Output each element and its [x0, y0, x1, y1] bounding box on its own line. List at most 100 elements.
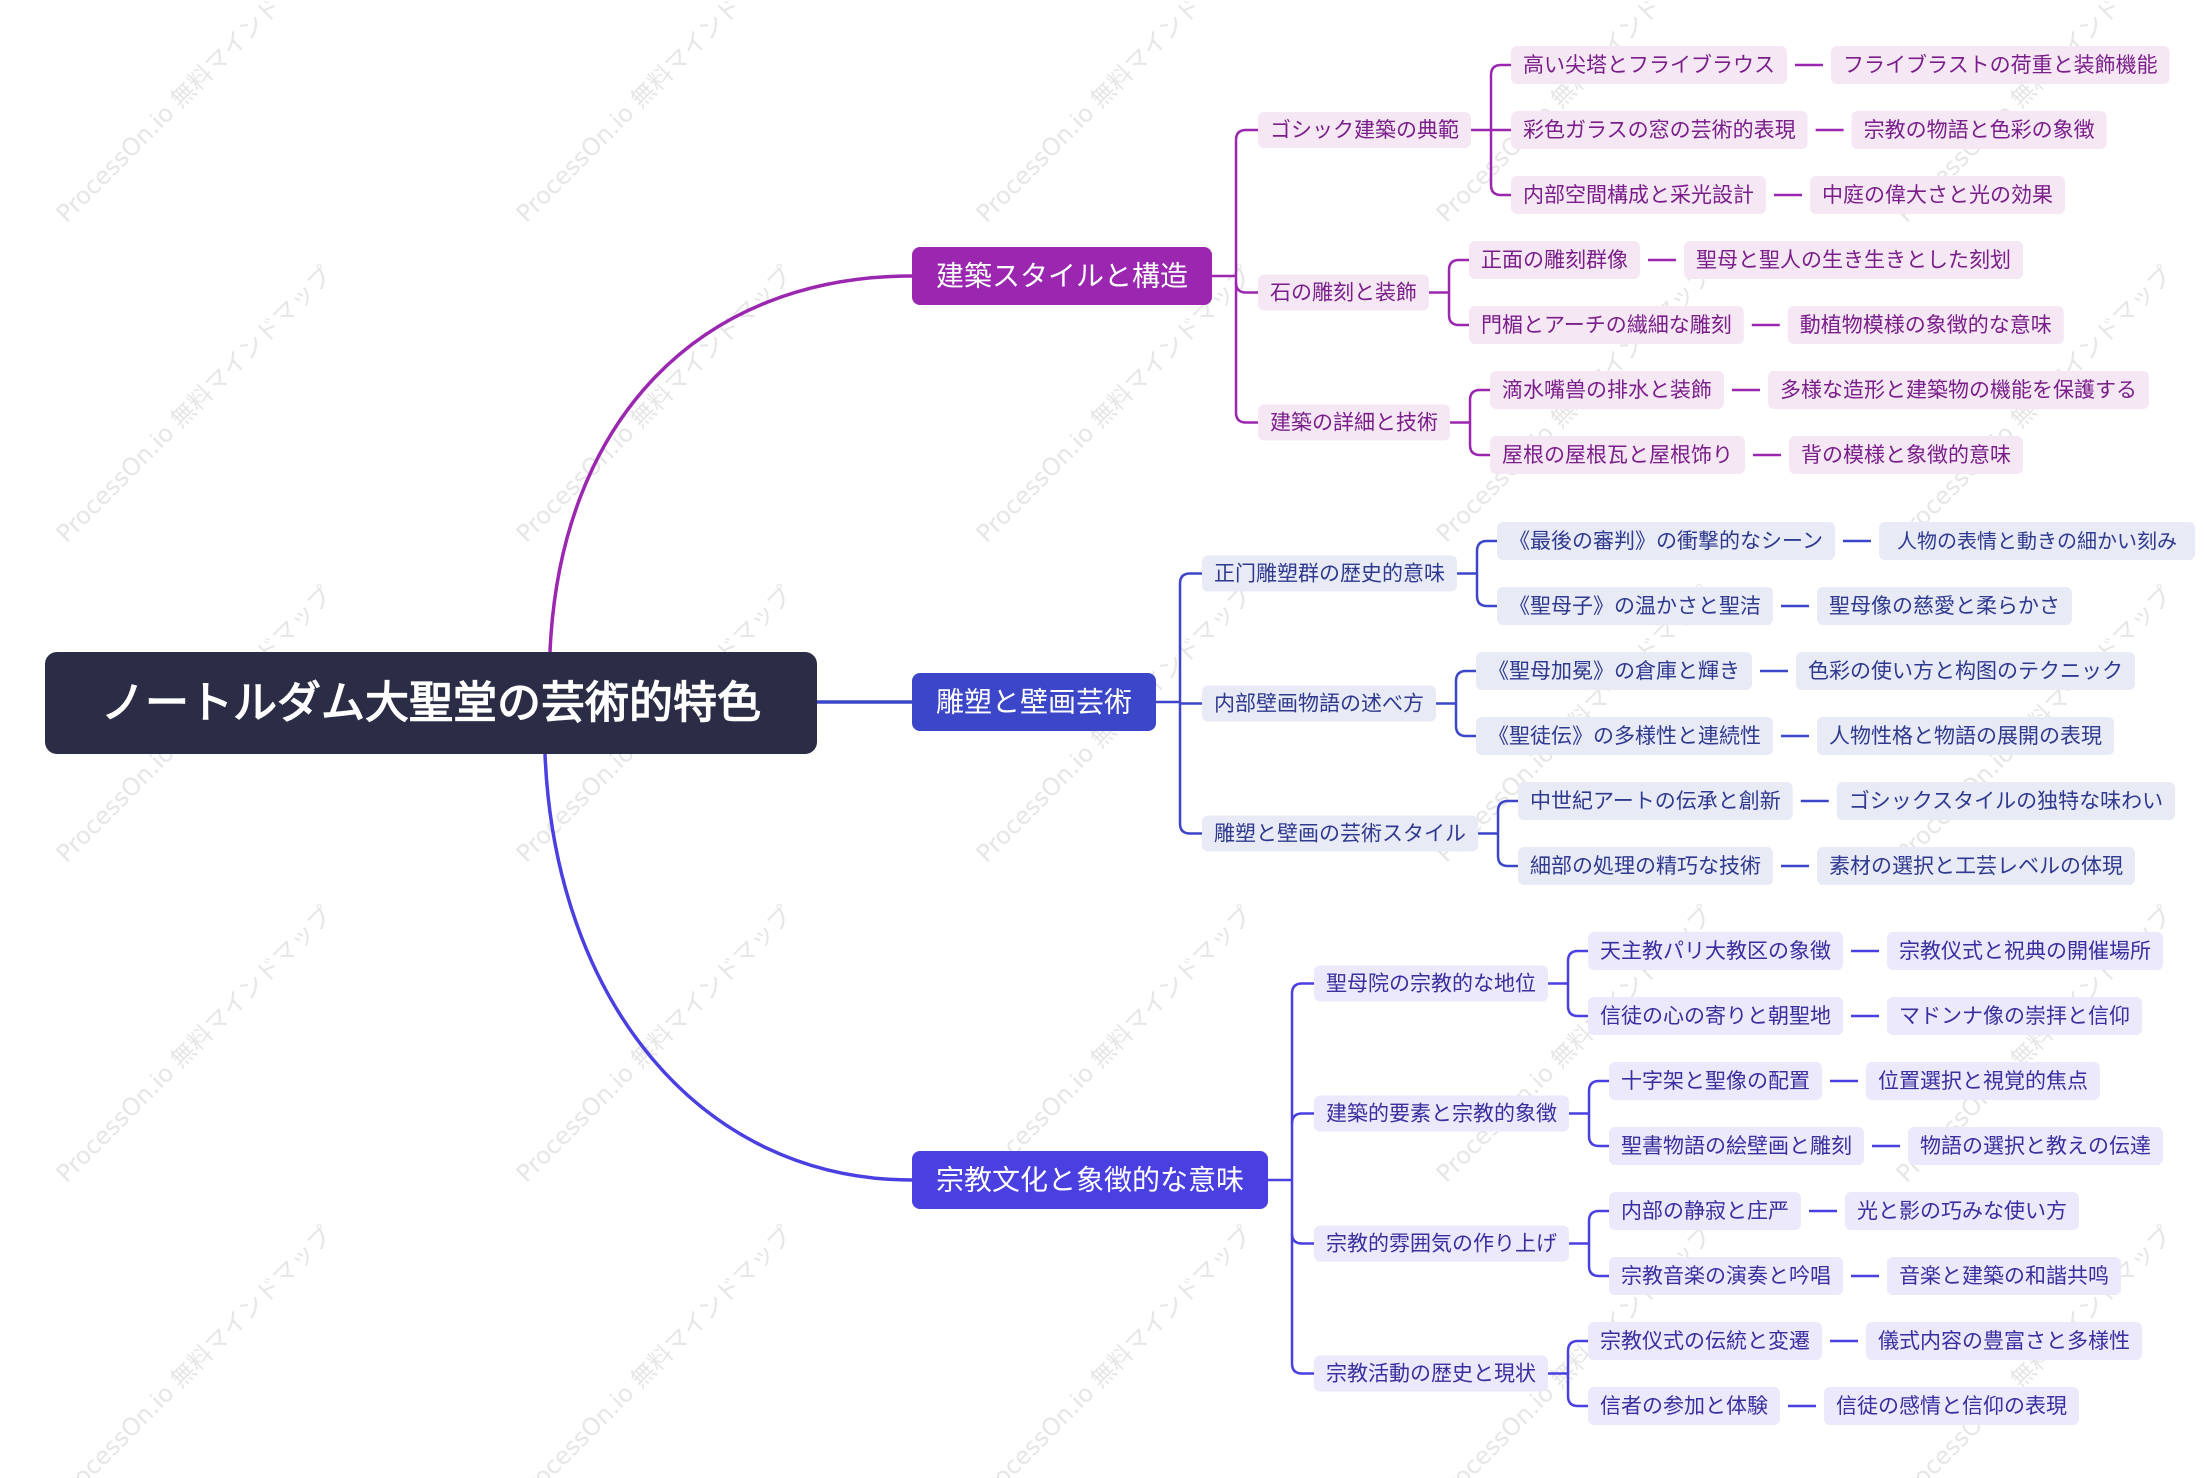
connector — [1475, 539, 1498, 552]
detail-node[interactable]: ゴシックスタイルの独特な味わい — [1836, 782, 2176, 820]
detail-node-bg — [1817, 847, 2136, 885]
topic-node[interactable]: 内部の静寂と庄严 — [1609, 1192, 1802, 1230]
detail-node-bg — [1810, 176, 2066, 214]
topic-node[interactable]: 細部の処理の精巧な技術 — [1518, 847, 1774, 885]
detail-node-label: 宗教仪式と祝典の開催場所 — [1899, 939, 2151, 963]
topic-node-bg — [1490, 436, 1746, 474]
topic-node-label: 高い尖塔とフライブラウス — [1523, 53, 1775, 77]
detail-node[interactable]: マドンナ像の崇拝と信仰 — [1887, 997, 2143, 1035]
topic-node-label: 宗教仪式の伝統と変遷 — [1600, 1329, 1810, 1353]
topic-node[interactable]: 正面の雕刻群像 — [1469, 241, 1641, 279]
topic-node-bg — [1476, 652, 1753, 690]
topic-node[interactable]: 天主教パリ大教区の象徴 — [1588, 932, 1844, 970]
detail-node[interactable]: 素材の選択と工芸レベルの体現 — [1817, 847, 2136, 885]
detail-node-label: マドンナ像の崇拝と信仰 — [1899, 1004, 2130, 1028]
topic-node[interactable]: 《聖母加冕》の倉庫と輝き — [1476, 652, 1753, 690]
detail-node[interactable]: 色彩の使い方と构图のテクニック — [1796, 652, 2136, 690]
topic-node-bg — [1518, 782, 1793, 820]
detail-node[interactable]: 背の模様と象徴的意味 — [1789, 436, 2024, 474]
subtopic-node[interactable]: 建築的要素と宗教的象徴 — [1314, 1095, 1570, 1132]
subtopic-node[interactable]: ゴシック建築の典範 — [1258, 112, 1472, 148]
subtopic-node-label: 宗教活動の歴史と現状 — [1326, 1362, 1536, 1386]
detail-node[interactable]: 宗教仪式と祝典の開催場所 — [1887, 932, 2164, 970]
subtopic-node[interactable]: 石の雕刻と装飾 — [1258, 274, 1430, 311]
root-node[interactable]: ノートルダム大聖堂の芸術的特色 — [45, 652, 817, 754]
branch-node[interactable]: 宗教文化と象徴的な意味 — [912, 1151, 1269, 1209]
topic-node[interactable]: 滴水嘴兽の排水と装飾 — [1490, 371, 1725, 409]
detail-node[interactable]: 物語の選択と教えの伝達 — [1908, 1127, 2164, 1165]
branch-node[interactable]: 雕塑と壁画芸術 — [912, 673, 1157, 731]
connector-layer — [543, 63, 1901, 1408]
detail-node[interactable]: 人物の表情と動きの細かい刻み — [1878, 522, 2195, 560]
topic-node[interactable]: 宗教仪式の伝統と変遷 — [1588, 1322, 1823, 1360]
detail-node-label: 背の模様と象徴的意味 — [1801, 443, 2011, 467]
detail-node-bg — [1887, 932, 2164, 970]
branch-connector — [548, 274, 913, 653]
subtopic-node[interactable]: 宗教活動の歴史と現状 — [1314, 1355, 1549, 1392]
topic-node[interactable]: 信者の参加と体験 — [1588, 1387, 1781, 1425]
topic-node[interactable]: 宗教音楽の演奏と吟唱 — [1609, 1257, 1844, 1295]
topic-node[interactable]: 《聖母子》の温かさと聖洁 — [1497, 587, 1774, 625]
topic-node-label: 《聖徒伝》の多様性と連続性 — [1488, 724, 1761, 748]
detail-node[interactable]: 宗教の物語と色彩の象徴 — [1851, 111, 2107, 149]
detail-node-bg — [1851, 111, 2107, 149]
topic-node[interactable]: 《聖徒伝》の多様性と連続性 — [1476, 717, 1774, 755]
topic-node-bg — [1490, 371, 1725, 409]
detail-node-bg — [1796, 652, 2136, 690]
connector — [1178, 572, 1203, 584]
root-node-bg — [45, 652, 817, 754]
topic-node-label: 屋根の屋根瓦と屋根饰り — [1502, 443, 1733, 467]
topic-node[interactable]: 内部空間構成と采光設計 — [1511, 176, 1767, 214]
topic-node[interactable]: 屋根の屋根瓦と屋根饰り — [1490, 436, 1746, 474]
topic-node[interactable]: 十字架と聖像の配置 — [1609, 1062, 1823, 1100]
topic-node[interactable]: 彩色ガラスの窓の芸術的表現 — [1511, 111, 1808, 149]
topic-node-bg — [1609, 1127, 1865, 1165]
detail-node[interactable]: 中庭の偉大さと光の効果 — [1810, 176, 2066, 214]
topic-node-bg — [1511, 176, 1767, 214]
detail-node-bg — [1887, 997, 2143, 1035]
detail-node-label: 中庭の偉大さと光の効果 — [1822, 183, 2053, 207]
detail-node[interactable]: 人物性格と物語の展開の表現 — [1817, 717, 2115, 755]
topic-node[interactable]: 《最後の審判》の衝撃的なシーン — [1497, 522, 1835, 560]
detail-node[interactable]: 聖母像の慈愛と柔らかさ — [1817, 587, 2073, 625]
connector — [1496, 799, 1519, 812]
topic-node[interactable]: 信徒の心の寄りと朝聖地 — [1588, 997, 1844, 1035]
detail-node[interactable]: 信徒の感情と信仰の表現 — [1824, 1387, 2080, 1425]
topic-node-label: 彩色ガラスの窓の芸術的表現 — [1523, 118, 1796, 142]
topic-node[interactable]: 聖書物語の絵壁画と雕刻 — [1609, 1127, 1865, 1165]
detail-node-bg — [1831, 46, 2170, 84]
connector — [1447, 258, 1470, 271]
watermark-text: ProcessOn.io 無料マインドマップ — [971, 0, 1258, 228]
connector — [1496, 855, 1519, 868]
subtopic-node[interactable]: 聖母院の宗教的な地位 — [1314, 965, 1549, 1002]
watermark-text: ProcessOn.io 無料マインドマップ — [511, 1221, 798, 1478]
subtopic-node[interactable]: 宗教的雰囲気の作り上げ — [1314, 1225, 1570, 1262]
topic-node-label: 《聖母子》の温かさと聖洁 — [1509, 594, 1761, 618]
subtopic-node[interactable]: 雕塑と壁画の芸術スタイル — [1202, 815, 1479, 852]
branch-node[interactable]: 建築スタイルと構造 — [912, 247, 1213, 305]
detail-node[interactable]: 光と影の巧みな使い方 — [1845, 1192, 2080, 1230]
topic-node[interactable]: 高い尖塔とフライブラウス — [1511, 46, 1788, 84]
detail-node[interactable]: 動植物模様の象徴的な意味 — [1787, 306, 2064, 344]
watermark-text: ProcessOn.io 無料マインドマップ — [971, 1221, 1258, 1478]
connector — [1290, 1363, 1315, 1375]
detail-node[interactable]: 位置選択と視覚的焦点 — [1866, 1062, 2101, 1100]
subtopic-node[interactable]: 建築の詳細と技術 — [1258, 404, 1451, 441]
detail-node[interactable]: 多様な造形と建築物の機能を保護する — [1768, 371, 2150, 409]
detail-node[interactable]: 儀式内容の豊富さと多様性 — [1866, 1322, 2143, 1360]
topic-node[interactable]: 中世紀アートの伝承と創新 — [1518, 782, 1793, 820]
connector — [1234, 412, 1259, 424]
detail-node[interactable]: 聖母と聖人の生き生きとした刻划 — [1684, 241, 2024, 279]
detail-node[interactable]: 音楽と建築の和諧共鸣 — [1887, 1257, 2122, 1295]
topic-node-label: 信者の参加と体験 — [1600, 1394, 1768, 1418]
topic-node[interactable]: 門楣とアーチの繊細な雕刻 — [1469, 306, 1744, 344]
subtopic-node[interactable]: 内部壁画物語の述べ方 — [1202, 685, 1437, 722]
subtopic-node[interactable]: 正门雕塑群の歴史的意味 — [1202, 555, 1458, 592]
connector — [1566, 949, 1589, 962]
topic-node-label: 細部の処理の精巧な技術 — [1530, 854, 1761, 878]
detail-node[interactable]: フライブラストの荷重と装飾機能 — [1831, 46, 2170, 84]
topic-node-label: 内部の静寂と庄严 — [1621, 1199, 1789, 1223]
connector — [1587, 1135, 1610, 1148]
detail-node-label: 儀式内容の豊富さと多様性 — [1878, 1329, 2130, 1353]
connector — [1489, 184, 1512, 197]
